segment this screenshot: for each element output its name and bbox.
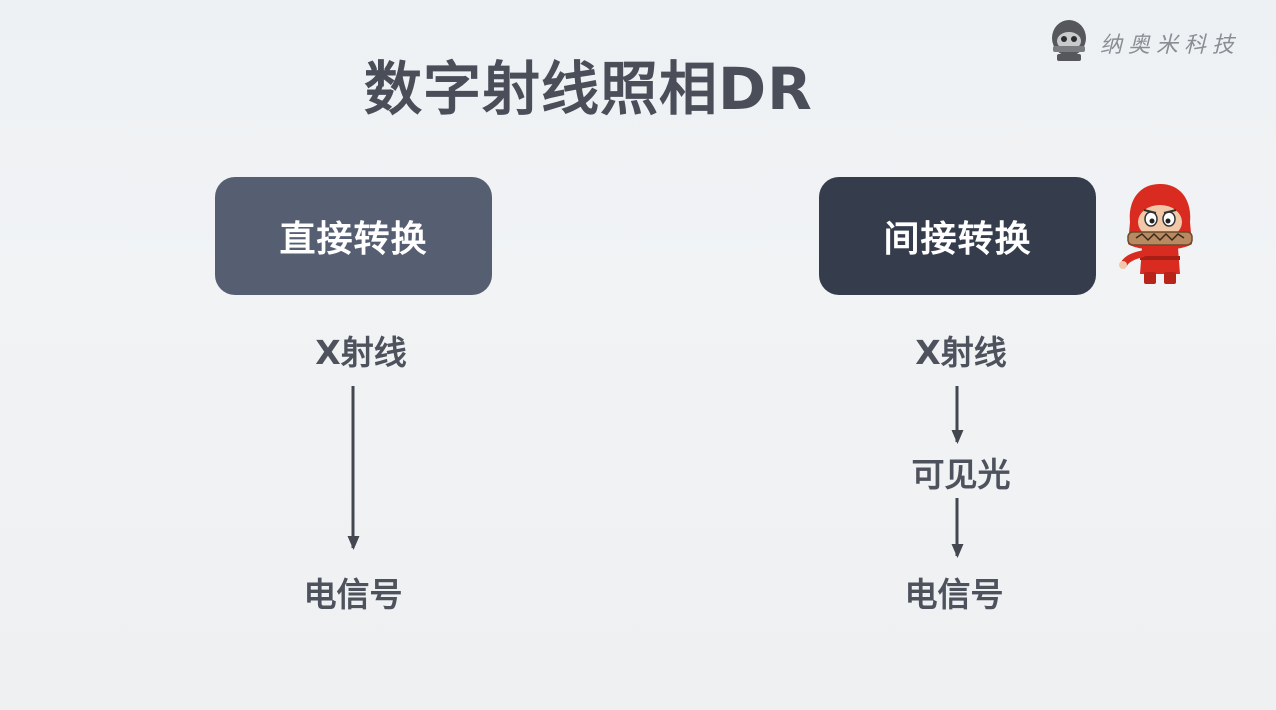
- red-ninja-mascot-icon: [1119, 184, 1193, 284]
- direct-arrow: [351, 386, 355, 548]
- indirect-step-visible-light: 可见光: [911, 455, 1011, 494]
- direct-conversion-box: 直接转换: [215, 177, 492, 295]
- indirect-step-electric-signal: 电信号: [904, 575, 1004, 614]
- direct-step-xray: X射线: [315, 333, 407, 372]
- indirect-step-xray: X射线: [915, 333, 1007, 372]
- page-title: 数字射线照相DR: [364, 55, 813, 123]
- brand-watermark: 纳奥米科技: [1048, 16, 1263, 66]
- ninja-mask-logo-icon: [1052, 20, 1086, 61]
- indirect-arrow-2: [955, 498, 959, 556]
- brand-name: 纳奥米科技: [1100, 33, 1241, 58]
- indirect-conversion-box: 间接转换: [819, 177, 1096, 295]
- direct-step-electric-signal: 电信号: [303, 575, 403, 614]
- indirect-arrow-1: [955, 386, 959, 442]
- indirect-conversion-label: 间接转换: [883, 219, 1032, 260]
- direct-conversion-label: 直接转换: [279, 219, 428, 260]
